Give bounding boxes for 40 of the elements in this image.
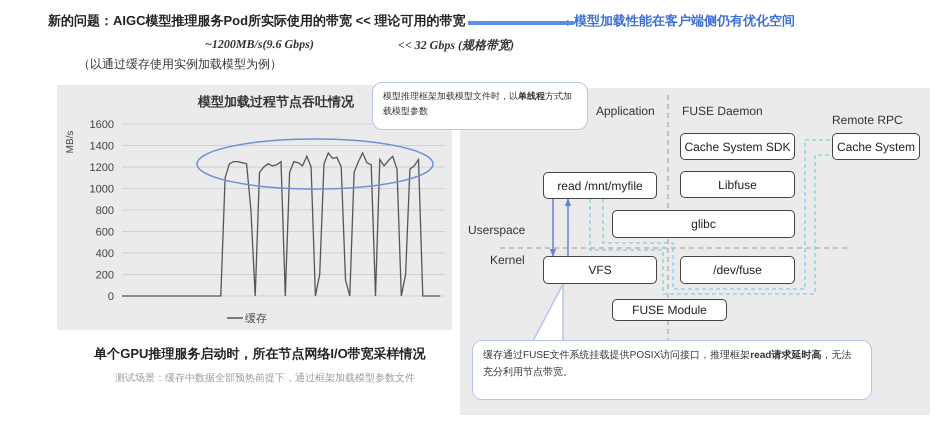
chart-caption: 单个GPU推理服务启动时，所在节点网络I/O带宽采样情况 [93, 345, 427, 363]
axis-title: MB/s [65, 130, 76, 154]
tick-label: 1600 [90, 119, 114, 131]
tick-label: 400 [96, 248, 114, 260]
example-note: （以通过缓存使用实例加载模型为例） [78, 56, 282, 73]
test-note: 测试场景：缓存中数据全部预热前提下，通过框架加载模型参数文件 [114, 372, 416, 386]
component-box: FUSE Module [612, 299, 727, 321]
column-heading: FUSE Daemon [682, 104, 763, 118]
component-box: glibc [612, 210, 795, 238]
component-box: VFS [543, 256, 657, 284]
legend-label: 缓存 [245, 312, 267, 325]
tick-label: 1000 [90, 184, 114, 196]
component-box: /dev/fuse [680, 256, 795, 284]
layer-label: Kernel [490, 253, 525, 267]
connector-line [602, 139, 832, 290]
tick-label: 1200 [90, 162, 114, 174]
component-box: Libfuse [680, 171, 795, 198]
tick-label: 800 [96, 205, 114, 217]
tick-label: 200 [96, 270, 114, 282]
component-box: Cache System [832, 133, 920, 160]
chart-legend: 缓存 [227, 313, 267, 325]
chart-title: 模型加载过程节点吞吐情况 [198, 94, 354, 109]
callout-bubble: 模型推理框架加载模型文件时，以单线程方式加载模型参数 [372, 82, 588, 130]
heading: 新的问题：AIGC模型推理服务Pod所实际使用的带宽 << 理论可用的带宽 [48, 12, 466, 34]
tick-label: 1400 [90, 140, 114, 152]
connector-line [589, 154, 832, 295]
bandwidth-value: ~1200MB/s(9.6 Gbps) [205, 37, 314, 52]
arrow [468, 20, 575, 26]
tick-label: 0 [108, 291, 114, 303]
conclusion-text: 模型加载性能在客户端侧仍有优化空间 [574, 12, 795, 34]
column-heading: Application [596, 104, 655, 118]
layer-label: Userspace [468, 223, 526, 237]
callout-pointer [532, 283, 564, 342]
arrow [564, 198, 572, 256]
arrow [550, 199, 556, 257]
component-box: Cache System SDK [680, 133, 795, 160]
column-heading: Remote RPC [832, 113, 903, 127]
bandwidth-value: << 32 Gbps (规格带宽) [398, 37, 514, 54]
component-box: read /mnt/myfile [543, 172, 657, 199]
tick-label: 600 [96, 226, 114, 238]
